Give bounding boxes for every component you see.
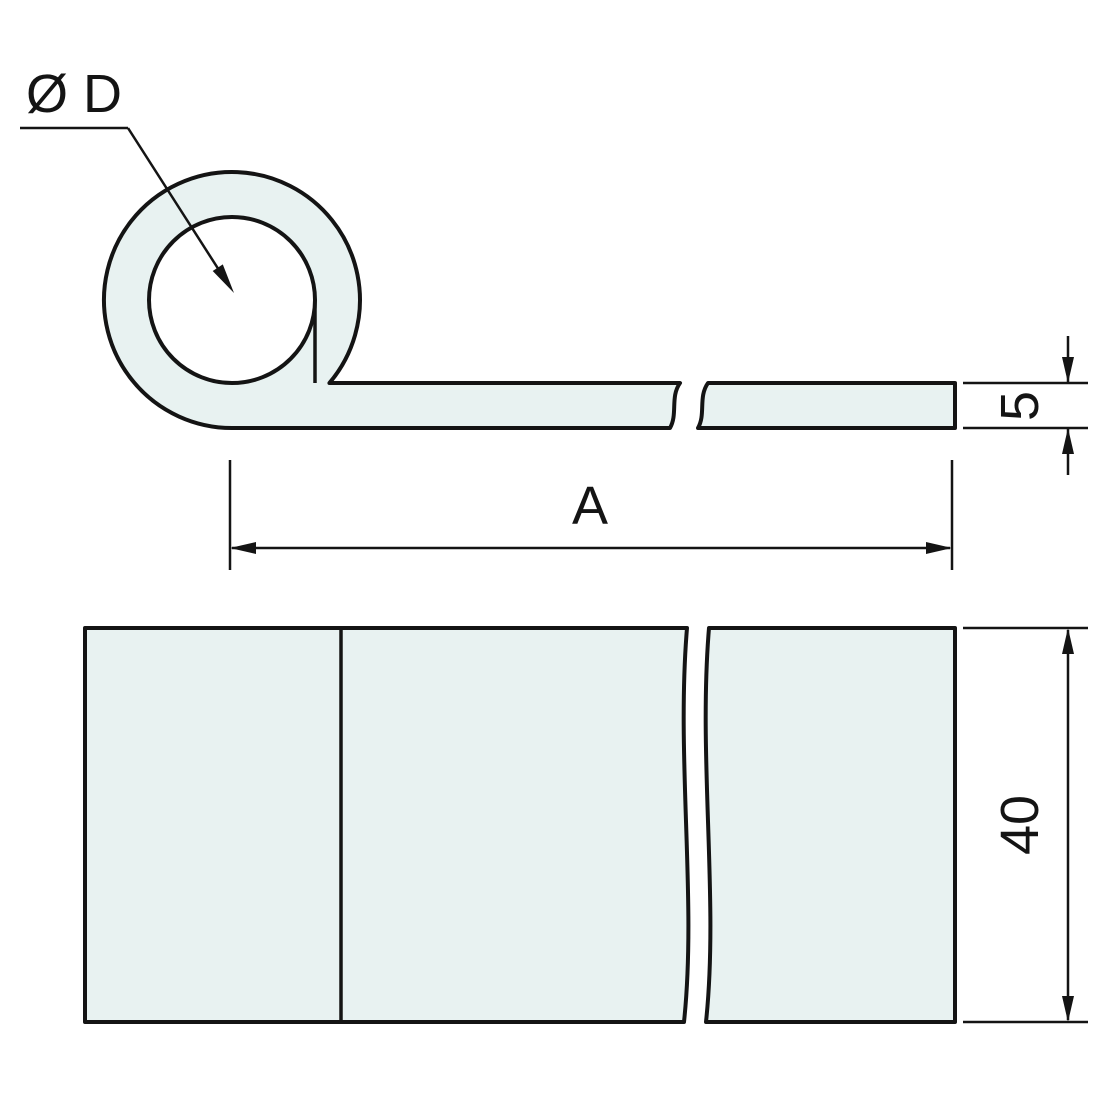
arrowhead-up-icon [1062, 628, 1074, 654]
plan-view [83, 626, 957, 1024]
sheet-left-segment [83, 626, 691, 1024]
arrowhead-down-icon [1062, 996, 1074, 1022]
diameter-callout: Ø D [20, 64, 234, 293]
width-label: 40 [990, 795, 1050, 855]
leader-line [126, 127, 228, 282]
dimension-thickness: 5 [963, 336, 1088, 475]
arrowhead-left-icon [230, 542, 256, 554]
thickness-label: 5 [990, 391, 1050, 421]
dimension-width: 40 [963, 626, 1088, 1024]
length-label: A [572, 476, 608, 536]
arrowhead-down-icon [1062, 357, 1074, 383]
arrowhead-up-icon [1062, 428, 1074, 454]
arrowhead-right-icon [926, 542, 952, 554]
clip-loop-body [102, 170, 682, 430]
leader-arrowhead-icon [212, 264, 234, 293]
diameter-label: Ø D [26, 64, 122, 124]
strip-right-segment [696, 381, 957, 430]
dimension-length: A [228, 460, 954, 570]
sheet-right-segment [703, 626, 957, 1024]
side-profile-view [102, 170, 957, 430]
